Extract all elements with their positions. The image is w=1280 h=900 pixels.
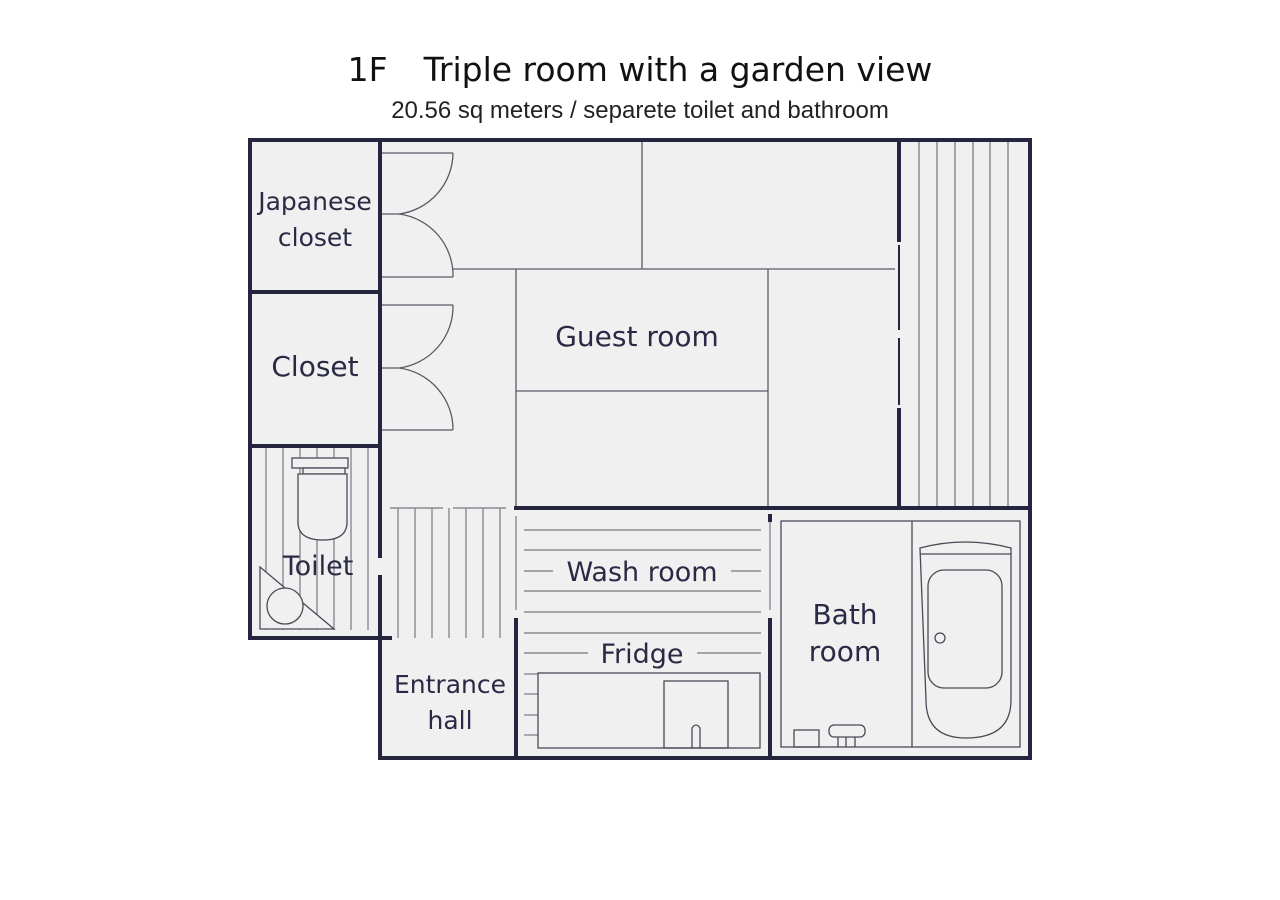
toilet-bowl-icon [291, 457, 349, 541]
label-closet: Closet [271, 350, 358, 383]
label-guest-room: Guest room [555, 320, 719, 353]
label-entrance-hall-1: Entrance [394, 670, 506, 699]
label-japanese-closet-1: Japanese [256, 187, 372, 216]
label-toilet: Toilet [282, 551, 354, 582]
floor-number: 1F [347, 50, 388, 89]
toilet-sink-icon [259, 565, 336, 630]
bathtub-icon [919, 541, 1012, 739]
floor-plan-subtitle: 20.56 sq meters / separete toilet and ba… [391, 97, 889, 124]
label-fridge: Fridge [600, 639, 683, 670]
closet-doors [381, 152, 454, 431]
label-bath-room-1: Bath [812, 598, 877, 631]
tatami-mats [453, 140, 895, 508]
floor-area [250, 140, 1030, 758]
floor-plan-title: 1F Triple room with a garden view [0, 50, 1280, 89]
walls [248, 138, 1032, 760]
wash-room-floor-planks [515, 516, 771, 736]
entrance-step-planks [390, 507, 506, 638]
label-wash-room: Wash room [566, 557, 717, 588]
label-entrance-hall-2: hall [427, 706, 472, 735]
fridge-counter-icon [537, 672, 761, 749]
shower-faucet-icon [828, 724, 866, 738]
label-japanese-closet-2: closet [278, 223, 352, 252]
label-bath-room-2: room [809, 635, 881, 668]
veranda-planks [918, 140, 1009, 508]
bathroom-fixtures [780, 520, 1021, 748]
room-type-title: Triple room with a garden view [423, 50, 933, 89]
